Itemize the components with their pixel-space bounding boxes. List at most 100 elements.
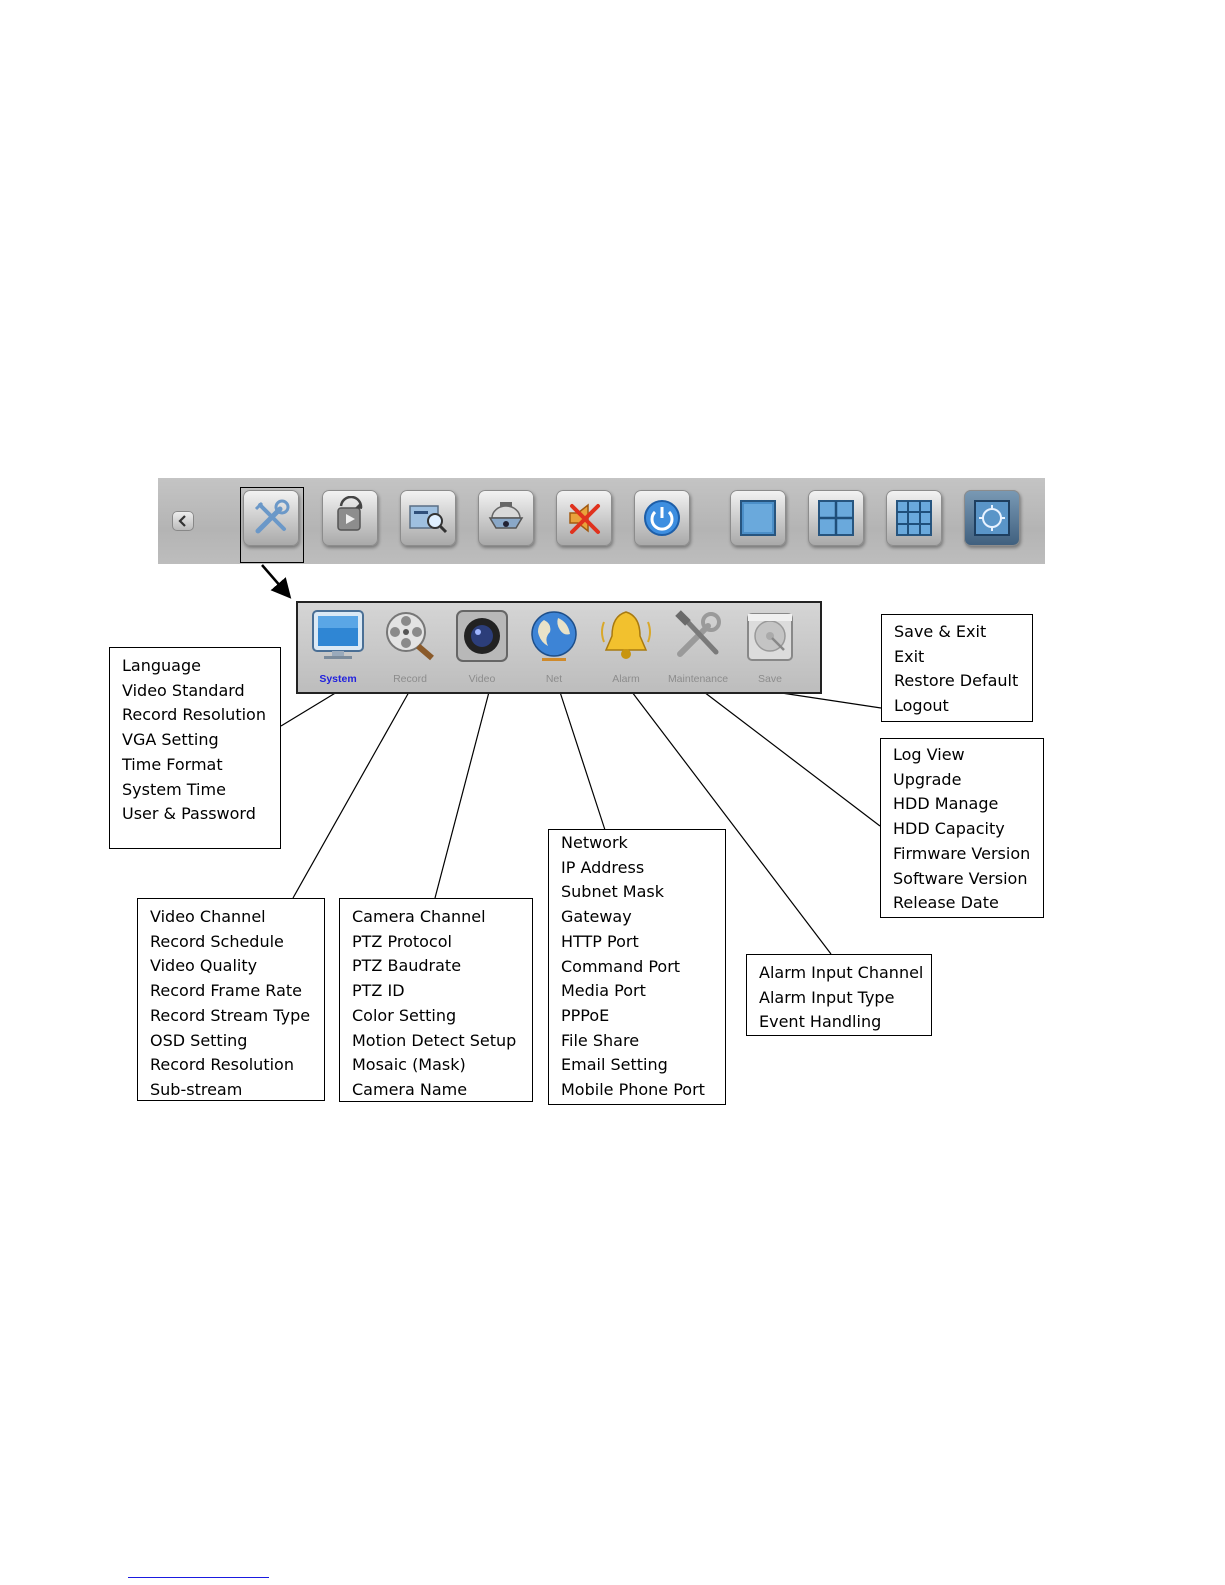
video-option: PTZ ID (352, 981, 405, 1001)
maintenance-callout: Log View Upgrade HDD Manage HDD Capacity… (880, 738, 1044, 918)
monitor-icon (312, 610, 364, 659)
save-connector (774, 691, 882, 709)
video-connector (434, 691, 490, 899)
main-toolbar (158, 478, 1045, 564)
camera-lens-icon (456, 610, 508, 662)
net-callout: Network IP Address Subnet Mask Gateway H… (548, 829, 726, 1105)
power-button[interactable] (634, 490, 690, 546)
mute-button[interactable] (556, 490, 612, 546)
system-option: Record Resolution (122, 705, 266, 725)
search-button[interactable] (400, 490, 456, 546)
maintenance-option: HDD Capacity (893, 819, 1005, 839)
video-option: Camera Name (352, 1079, 468, 1099)
net-option: PPPoE (561, 1005, 610, 1025)
record-option: Sub-stream (150, 1079, 243, 1099)
net-option: Email Setting (561, 1055, 668, 1075)
record-option: OSD Setting (150, 1030, 248, 1050)
maintenance-connector (703, 691, 881, 827)
video-option: Color Setting (352, 1005, 457, 1025)
submenu-label: Alarm (612, 673, 640, 685)
alarm-callout: Alarm Input Channel Alarm Input Type Eve… (746, 954, 932, 1036)
system-option: System Time (122, 779, 226, 799)
mute-icon (569, 503, 600, 534)
submenu-save[interactable]: Save (734, 603, 806, 692)
alarm-option: Alarm Input Type (759, 987, 895, 1007)
net-option: IP Address (561, 857, 645, 877)
maintenance-option: HDD Manage (893, 794, 999, 814)
chevron-left-icon (178, 515, 186, 527)
system-option: Language (122, 656, 201, 675)
submenu-system[interactable]: System (302, 603, 374, 692)
system-option: Time Format (122, 754, 223, 774)
video-option: Motion Detect Setup (352, 1030, 517, 1050)
save-option: Logout (894, 696, 949, 716)
record-callout: Video Channel Record Schedule Video Qual… (137, 898, 325, 1101)
menu-button[interactable] (243, 490, 299, 546)
back-button[interactable] (172, 511, 194, 531)
hard-drive-icon (747, 613, 793, 661)
single-view-icon (740, 500, 776, 536)
record-option: Record Resolution (150, 1055, 294, 1075)
video-option: PTZ Baudrate (352, 956, 462, 976)
record-option: Record Stream Type (150, 1005, 311, 1025)
globe-icon (531, 611, 577, 661)
submenu-label: Maintenance (667, 673, 729, 685)
layout-9-button[interactable] (886, 490, 942, 546)
submenu-label: Save (758, 673, 782, 685)
submenu-net[interactable]: Net (518, 603, 590, 692)
search-icon (409, 505, 448, 534)
net-option: Subnet Mask (561, 882, 665, 902)
system-option: User & Password (122, 804, 256, 824)
save-option: Restore Default (894, 671, 1019, 691)
net-option: Media Port (561, 981, 646, 1001)
net-option: Command Port (561, 956, 681, 976)
video-option: PTZ Protocol (352, 931, 452, 951)
net-option: Network (561, 833, 628, 852)
record-connector (292, 691, 410, 899)
video-option: Camera Channel (352, 907, 486, 926)
net-option: Mobile Phone Port (561, 1080, 705, 1100)
save-callout: Save & Exit Exit Restore Default Logout (881, 614, 1033, 722)
fullscreen-icon (974, 500, 1010, 536)
wrench-hammer-icon (675, 610, 721, 657)
save-option: Exit (894, 646, 925, 666)
submenu-record[interactable]: Record (374, 603, 446, 692)
net-option: HTTP Port (561, 931, 639, 951)
net-option: Gateway (561, 907, 632, 927)
net-connector (559, 691, 606, 831)
maintenance-option: Software Version (893, 868, 1028, 888)
system-option: VGA Setting (122, 730, 219, 750)
power-icon (644, 500, 680, 536)
submenu-label: System (319, 673, 357, 685)
save-option: Save & Exit (894, 622, 987, 641)
film-reel-icon (386, 612, 434, 661)
dome-camera-icon (488, 502, 524, 529)
fullscreen-button[interactable] (964, 490, 1020, 546)
alarm-option: Event Handling (759, 1012, 882, 1032)
maintenance-option: Firmware Version (893, 843, 1031, 863)
footnote-rule (128, 1577, 269, 1578)
maintenance-option: Log View (893, 745, 965, 764)
quad-view-icon (818, 500, 854, 536)
menu-arrow (261, 564, 292, 599)
settings-submenu: System Record Video Net (296, 601, 822, 694)
submenu-label: Video (468, 673, 496, 685)
alarm-option: Alarm Input Channel (759, 963, 924, 982)
alarm-connector (631, 691, 832, 955)
ptz-button[interactable] (478, 490, 534, 546)
playback-button[interactable] (322, 490, 378, 546)
submenu-alarm[interactable]: Alarm (590, 603, 662, 692)
bell-icon (601, 611, 651, 659)
system-callout: Language Video Standard Record Resolutio… (109, 647, 281, 849)
layout-1-button[interactable] (730, 490, 786, 546)
video-callout: Camera Channel PTZ Protocol PTZ Baudrate… (339, 898, 533, 1102)
layout-4-button[interactable] (808, 490, 864, 546)
record-option: Video Channel (150, 907, 266, 926)
submenu-maintenance[interactable]: Maintenance (662, 603, 734, 692)
system-connector (280, 691, 338, 727)
maintenance-option: Release Date (893, 893, 999, 913)
nine-view-icon (896, 500, 932, 536)
submenu-video[interactable]: Video (446, 603, 518, 692)
system-option: Video Standard (122, 680, 245, 700)
